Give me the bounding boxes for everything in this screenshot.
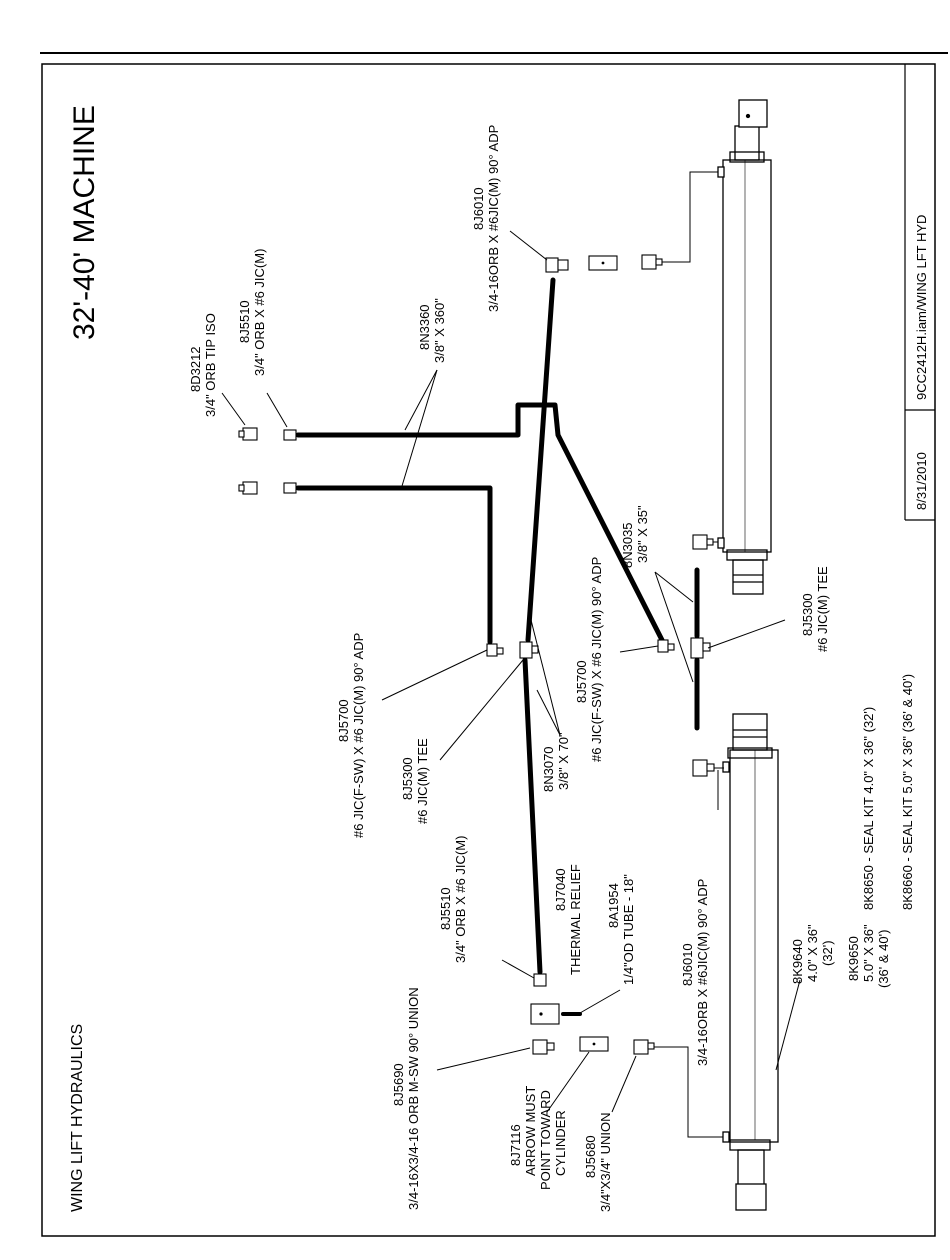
fitting-8J5510-a — [283, 429, 297, 441]
svg-text:8J6010: 8J6010 — [471, 187, 486, 230]
label-8N3035: 8N3035 3/8" X 35" — [620, 505, 650, 568]
svg-text:POINT TOWARD: POINT TOWARD — [538, 1090, 553, 1190]
svg-text:8J5690: 8J5690 — [391, 1063, 406, 1106]
svg-text:3/8" X 360": 3/8" X 360" — [432, 298, 447, 363]
svg-text:8J7116: 8J7116 — [508, 1124, 523, 1166]
svg-text:(32'): (32') — [820, 940, 835, 966]
label-8A1954: 8A1954 1/4"OD TUBE - 18" — [606, 874, 636, 985]
fitting-union-upper — [641, 254, 657, 270]
label-8J5300-left: 8J5300 #6 JIC(M) TEE — [400, 738, 430, 824]
fitting-8J5510-b — [283, 482, 297, 494]
svg-text:#6 JIC(F-SW) X #6 JIC(M) 90° A: #6 JIC(F-SW) X #6 JIC(M) 90° ADP — [351, 633, 366, 838]
svg-text:8J5700: 8J5700 — [574, 660, 589, 703]
svg-text:8J5510: 8J5510 — [438, 887, 453, 930]
svg-text:5.0" X 36": 5.0" X 36" — [861, 924, 876, 982]
label-8K9640: 8K9640 4.0" X 36" (32') — [790, 924, 835, 984]
fitting-8J5700-left — [486, 643, 498, 657]
hose-8N3360-upper — [295, 402, 665, 643]
fitting-8J5300-left — [519, 641, 533, 659]
fitting-8J7040 — [530, 1003, 560, 1025]
label-8D3212-desc: 3/4" ORB TIP ISO — [203, 313, 218, 417]
svg-text:8K8660 - SEAL KIT 5.0" X 36": 8K8660 - SEAL KIT 5.0" X 36" (36' & 40') — [900, 674, 915, 910]
label-8J5690: 8J5690 3/4-16X3/4-16 ORB M-SW 90° UNION — [391, 987, 421, 1210]
fitting-8J5680 — [633, 1039, 649, 1055]
label-seal-kits: 8K8650 - SEAL KIT 4.0" X 36" (32') 8K866… — [861, 674, 915, 910]
fitting-8J6010-lower — [692, 759, 708, 777]
port-connection-lines — [654, 171, 724, 1138]
svg-text:3/4-16X3/4-16 ORB M-SW 90° UNI: 3/4-16X3/4-16 ORB M-SW 90° UNION — [406, 987, 421, 1210]
svg-text:8J5300: 8J5300 — [800, 593, 815, 636]
label-8J6010-bottom: 8J6010 3/4-16ORB X #6JIC(M) 90° ADP — [680, 879, 710, 1066]
fitting-port-upper — [692, 534, 708, 550]
svg-text:#6 JIC(M) TEE: #6 JIC(M) TEE — [815, 566, 830, 652]
label-8J7116: 8J7116 ARROW MUST POINT TOWARD CYLINDER — [508, 1086, 568, 1190]
svg-text:3/4" ORB X #6 JIC(M): 3/4" ORB X #6 JIC(M) — [453, 836, 468, 963]
label-8K9650: 8K9650 5.0" X 36" (36' & 40') — [846, 924, 891, 988]
svg-text:8J6010: 8J6010 — [680, 943, 695, 986]
svg-text:ARROW MUST: ARROW MUST — [523, 1086, 538, 1176]
label-8J5680: 8J5680 3/4"X3/4" UNION — [583, 1112, 613, 1212]
drawing-border — [41, 63, 936, 1237]
svg-text:8J5700: 8J5700 — [336, 699, 351, 742]
label-8J5700-right: 8J5700 #6 JIC(F-SW) X #6 JIC(M) 90° ADP — [574, 557, 604, 762]
svg-text:8N3070: 8N3070 — [541, 746, 556, 792]
svg-text:8N3360: 8N3360 — [417, 304, 432, 350]
fitting-8J5300-right — [690, 637, 704, 659]
svg-text:8N3035: 8N3035 — [620, 522, 635, 568]
svg-text:3/4"X3/4" UNION: 3/4"X3/4" UNION — [598, 1112, 613, 1212]
svg-text:8K9640: 8K9640 — [790, 939, 805, 984]
svg-text:8K8650 - SEAL KIT 4.0" X 36": 8K8650 - SEAL KIT 4.0" X 36" (32') — [861, 707, 876, 910]
cylinder-upper — [717, 99, 772, 595]
label-8J5510-bottom: 8J5510 3/4" ORB X #6 JIC(M) — [438, 836, 468, 963]
title-block-date: 8/31/2010 — [914, 452, 929, 510]
svg-text:8J5510: 8J5510 — [237, 300, 252, 343]
fitting-8J5700-right — [657, 639, 669, 653]
svg-text:#6 JIC(M) TEE: #6 JIC(M) TEE — [415, 738, 430, 824]
fitting-8J5510-lower — [533, 973, 547, 987]
label-8D3212-part: 8D3212 — [188, 346, 203, 392]
fitting-8D3212-b — [242, 481, 258, 495]
drawing-heading: WING LIFT HYDRAULICS — [69, 1024, 86, 1212]
label-8J5700-left: 8J5700 #6 JIC(F-SW) X #6 JIC(M) 90° ADP — [336, 633, 366, 838]
svg-text:8A1954: 8A1954 — [606, 883, 621, 928]
svg-text:3/8" X 70": 3/8" X 70" — [556, 732, 571, 790]
title-block-file: 9CC2412H.iam/WING LFT HYD — [914, 215, 929, 400]
label-8D3212: 8D3212 3/4" ORB TIP ISO — [188, 313, 218, 417]
svg-text:3/4-16ORB X #6JIC(M) 90° ADP: 3/4-16ORB X #6JIC(M) 90° ADP — [695, 879, 710, 1066]
svg-text:3/4" ORB X #6 JIC(M): 3/4" ORB X #6 JIC(M) — [252, 249, 267, 376]
svg-text:THERMAL RELIEF: THERMAL RELIEF — [568, 864, 583, 975]
hose-8N3070-lower — [522, 657, 543, 975]
cylinder-lower — [722, 713, 779, 1211]
svg-text:8J5680: 8J5680 — [583, 1135, 598, 1178]
svg-text:4.0" X 36": 4.0" X 36" — [805, 924, 820, 982]
drawing-title: 32'-40' MACHINE — [68, 105, 101, 340]
fitting-8J6010-top — [545, 257, 559, 273]
label-8N3070: 8N3070 3/8" X 70" — [541, 732, 571, 792]
svg-text:#6 JIC(F-SW) X #6 JIC(M) 90° A: #6 JIC(F-SW) X #6 JIC(M) 90° ADP — [589, 557, 604, 762]
svg-text:CYLINDER: CYLINDER — [553, 1110, 568, 1176]
fittings — [238, 254, 715, 1055]
svg-text:(36' & 40'): (36' & 40') — [876, 930, 891, 988]
svg-text:8J7040: 8J7040 — [553, 868, 568, 911]
svg-text:3/8" X 35": 3/8" X 35" — [635, 505, 650, 563]
leader-lines — [221, 230, 801, 1113]
svg-text:3/4-16ORB X #6JIC(M) 90° ADP: 3/4-16ORB X #6JIC(M) 90° ADP — [486, 125, 501, 312]
hose-8N3070-upper — [525, 277, 556, 643]
fitting-8J5690 — [532, 1039, 548, 1055]
svg-text:8J5300: 8J5300 — [400, 757, 415, 800]
label-8J5300-right: 8J5300 #6 JIC(M) TEE — [800, 566, 830, 652]
svg-text:1/4"OD TUBE - 18": 1/4"OD TUBE - 18" — [621, 874, 636, 985]
hose-8N3360-lower — [295, 485, 493, 645]
label-8J6010-top: 8J6010 3/4-16ORB X #6JIC(M) 90° ADP — [471, 125, 501, 312]
label-8J7040: 8J7040 THERMAL RELIEF — [553, 864, 583, 975]
label-8N3360: 8N3360 3/8" X 360" — [417, 298, 447, 363]
hoses — [295, 277, 700, 1016]
label-8J5510-top: 8J5510 3/4" ORB X #6 JIC(M) — [237, 249, 267, 376]
fitting-8D3212-a — [242, 427, 258, 441]
svg-text:8K9650: 8K9650 — [846, 936, 861, 981]
